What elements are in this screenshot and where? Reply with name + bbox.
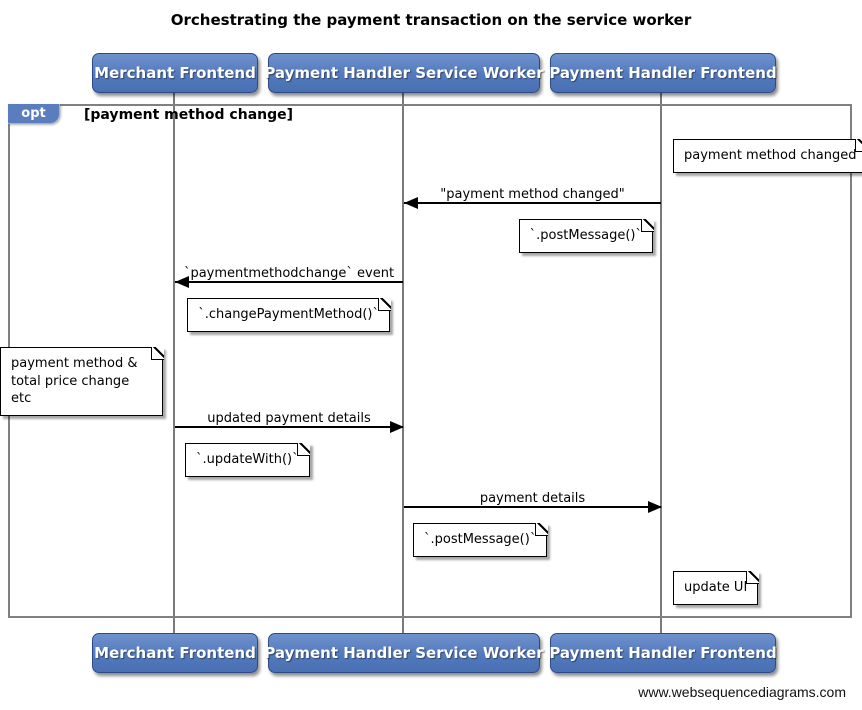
arrowhead-left-icon [404,197,418,209]
actor-merchant-frontend-top: Merchant Frontend [92,53,258,93]
message-label-paymentmethodchange-event: `paymentmethodchange` event [183,266,395,281]
message-line-4 [404,506,661,508]
watermark-text: www.websequencediagrams.com [638,684,846,700]
lifeline-payment-handler-frontend [660,93,662,633]
note-update-ui: update UI [673,570,760,605]
message-label-payment-method-changed: "payment method changed" [440,187,625,202]
arrowhead-right-icon [648,501,662,513]
actor-payment-handler-service-worker-top: Payment Handler Service Worker [264,53,544,93]
diagram-title: Orchestrating the payment transaction on… [170,11,692,29]
message-line-3 [175,426,403,428]
note-updatewith: `.updateWith()` [185,442,310,477]
message-label-payment-details: payment details [479,491,586,506]
lifeline-merchant-frontend [173,93,175,633]
actor-payment-handler-frontend-top: Payment Handler Frontend [549,53,777,93]
message-line-1 [404,202,661,204]
opt-guard-label: [payment method change] [84,107,294,123]
note-changepaymentmethod: `.changePaymentMethod()` [187,297,391,332]
actor-merchant-frontend-bottom: Merchant Frontend [92,633,258,673]
message-label-updated-payment-details: updated payment details [207,411,371,426]
note-payment-method-and-total-price: payment method & total price change etc [0,346,164,416]
arrowhead-right-icon [390,421,404,433]
message-line-2 [175,281,403,283]
note-postmessage-1: `.postMessage()` [518,218,654,253]
arrowhead-left-icon [175,276,189,288]
lifeline-payment-handler-service-worker [402,93,404,633]
opt-operator-tab: opt [8,104,60,124]
actor-payment-handler-service-worker-bottom: Payment Handler Service Worker [264,633,544,673]
note-payment-method-changed: payment method changed [673,138,862,173]
note-postmessage-2: `.postMessage()` [413,522,549,557]
actor-payment-handler-frontend-bottom: Payment Handler Frontend [549,633,777,673]
